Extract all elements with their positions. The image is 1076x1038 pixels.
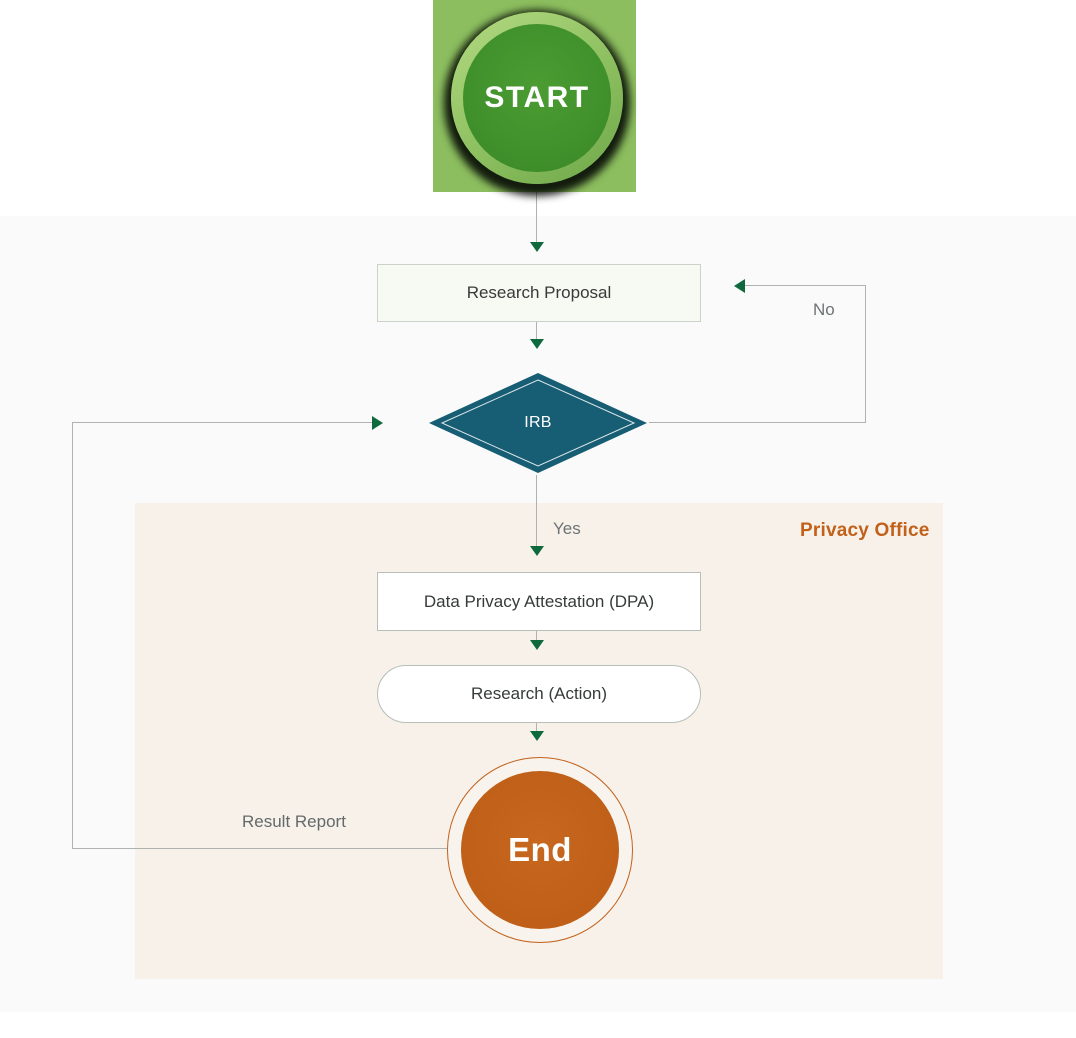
arrow-down-icon xyxy=(530,731,544,741)
end-node-label: End xyxy=(508,831,572,868)
dpa-label: Data Privacy Attestation (DPA) xyxy=(423,591,655,611)
arrow-down-icon xyxy=(530,546,544,556)
start-node: START xyxy=(451,12,623,184)
end-node-ring: End xyxy=(447,757,633,943)
dpa-node: Data Privacy Attestation (DPA) xyxy=(377,572,701,631)
edge-label-result-report: Result Report xyxy=(242,812,346,831)
connector-report-top xyxy=(72,422,372,423)
connector-action-to-end xyxy=(536,723,537,731)
edge-label-yes: Yes xyxy=(553,519,581,538)
privacy-office-label: Privacy Office xyxy=(800,520,930,541)
connector-irb-to-dpa xyxy=(536,475,537,546)
edge-label-no: No xyxy=(813,300,835,319)
research-proposal-label: Research Proposal xyxy=(466,283,612,302)
start-node-label: START xyxy=(484,81,590,114)
connector-no-bottom xyxy=(649,422,866,423)
end-node: End xyxy=(461,771,619,929)
connector-start-to-proposal xyxy=(536,186,537,242)
connector-report-bottom xyxy=(72,848,447,849)
connector-proposal-to-irb xyxy=(536,322,537,339)
start-node-circle: START xyxy=(463,24,611,172)
arrow-left-icon xyxy=(734,279,745,293)
connector-report-vertical xyxy=(72,423,73,849)
bottom-white-band xyxy=(0,1012,1076,1038)
diamond-shape xyxy=(429,373,647,473)
start-node-background: START xyxy=(433,0,636,192)
arrow-down-icon xyxy=(530,339,544,349)
arrow-right-icon xyxy=(372,416,383,430)
connector-no-top xyxy=(737,285,866,286)
research-action-label: Research (Action) xyxy=(470,684,608,703)
arrow-down-icon xyxy=(530,242,544,252)
connector-no-vertical xyxy=(865,285,866,423)
research-action-node: Research (Action) xyxy=(377,665,701,723)
irb-decision-node: IRB xyxy=(427,371,649,475)
research-proposal-node: Research Proposal xyxy=(377,264,701,322)
arrow-down-icon xyxy=(530,640,544,650)
connector-dpa-to-action xyxy=(536,631,537,640)
irb-label: IRB xyxy=(524,414,552,431)
